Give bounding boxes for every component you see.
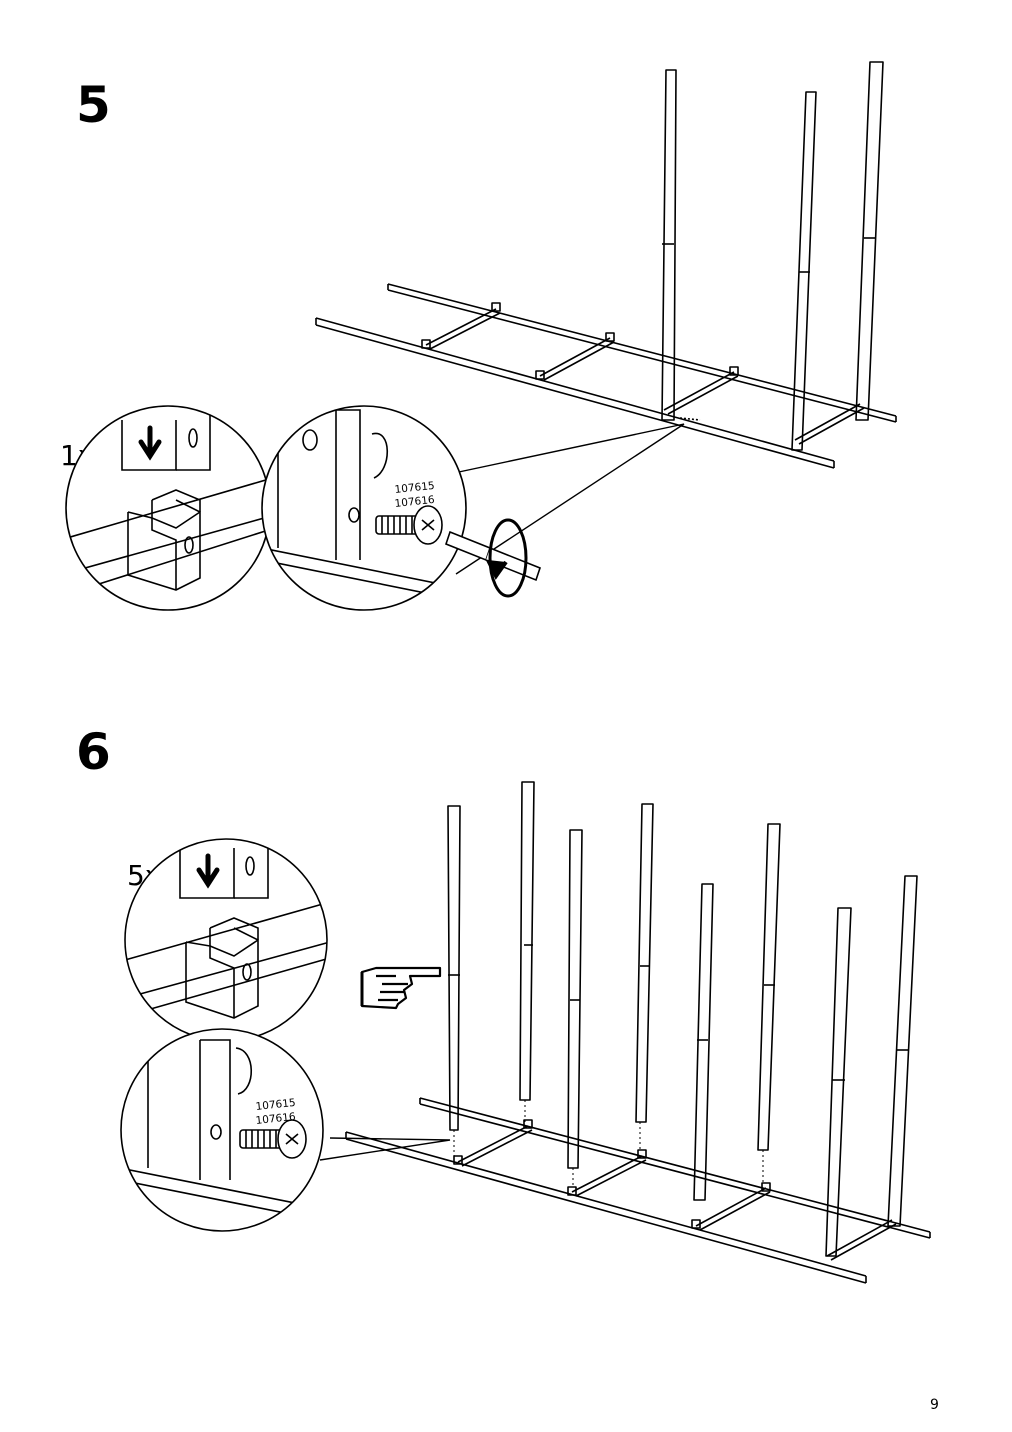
rotate-clockwise-icon [486,518,528,598]
step-6-part-number-1: 107615 [255,1097,296,1113]
step-6-detail-screw: 107615 107616 [120,1028,324,1232]
step-6-detail-bracket [124,838,328,1042]
step-6-leader [319,1137,451,1161]
step-6-number: 6 [76,723,111,781]
screw-icon [239,1119,307,1159]
arrow-down-icon [138,425,162,461]
step-5-detail-screw: 107615 107616 [261,405,467,611]
step-5-part-number-2: 107616 [394,494,435,510]
page-number: 9 [930,1397,939,1413]
step-5-detail-bracket [65,405,271,611]
arrow-down-icon [196,853,220,889]
screwdriver-icon [445,530,541,582]
screw-icon [375,505,443,545]
step-5-frame [315,61,897,469]
step-5-part-number-1: 107615 [394,480,435,496]
step-6-frame [345,781,931,1284]
step-5-number: 5 [76,76,111,134]
step-6-part-number-2: 107616 [255,1111,296,1127]
pointing-hand-icon [360,966,442,1010]
step-5-leader [439,423,685,575]
